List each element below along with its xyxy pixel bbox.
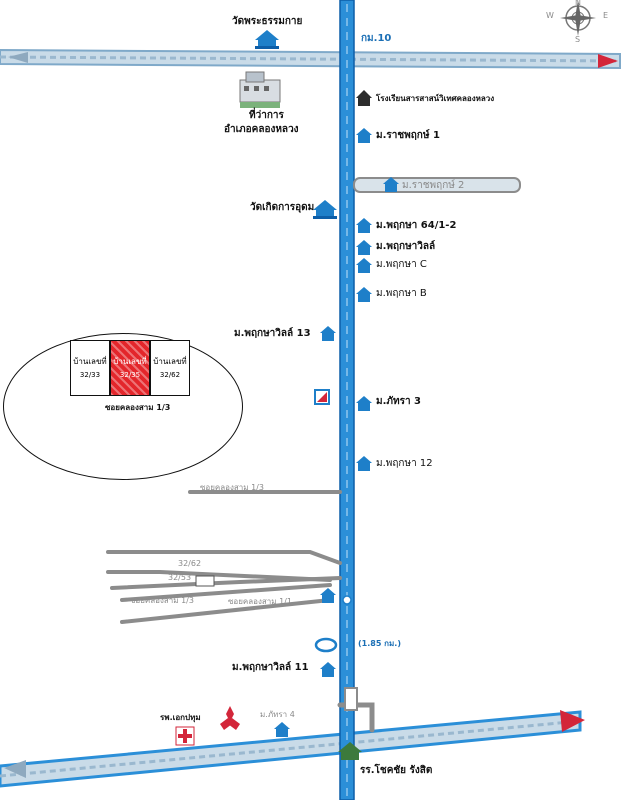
- east-arrow-bottom: [560, 710, 585, 732]
- label-phatthra3: ม.ภัทรา 3: [376, 396, 421, 407]
- village-house-icon: [320, 662, 336, 677]
- top-highway: [0, 48, 621, 70]
- village-house-icon: [320, 588, 336, 603]
- roundabout-icon: [314, 637, 338, 653]
- map-pin-icon: [314, 389, 330, 405]
- label-school-bottom: รร.โชคชัย รังสิต: [360, 765, 433, 776]
- house-plot-target: บ้านเลขที่ 32/35: [110, 340, 150, 396]
- school-icon: [338, 742, 362, 760]
- label-phruksaville11: ม.พฤกษาวิลล์ 11: [232, 662, 309, 673]
- compass-north: N: [575, 0, 581, 7]
- village-house-icon: [356, 240, 372, 255]
- compass-west: W: [546, 11, 554, 20]
- label-phruksaville: ม.พฤกษาวิลล์: [376, 241, 436, 252]
- car-brand-logo-icon: [220, 706, 240, 730]
- house-plot-left: บ้านเลขที่ 32/33: [70, 340, 110, 396]
- inset-soi-label: ซอยคลองสาม 1/3: [105, 403, 171, 412]
- village-house-icon: [383, 177, 399, 192]
- label-school: โรงเรียนสารสาสน์วิเทศคลองหลวง: [376, 94, 495, 103]
- label-phruksa12: ม.พฤกษา 12: [376, 458, 433, 469]
- label-district-office-2: อำเภอคลองหลวง: [224, 124, 299, 135]
- label-km10: กม.10: [361, 33, 392, 44]
- house-plot-target-number: 32/35: [119, 371, 141, 379]
- west-arrow-top: [8, 52, 28, 63]
- house-plot-left-label: บ้านเลขที่: [73, 357, 107, 366]
- label-ratchaphruek1: ม.ราชพฤกษ์ 1: [376, 130, 440, 141]
- label-temple-top: วัดพระธรรมกาย: [232, 16, 303, 27]
- village-house-icon: [356, 456, 372, 471]
- label-temple-mid: วัดเกิดการอุดม: [250, 202, 315, 213]
- compass-icon: [560, 0, 596, 36]
- lot-marker: [195, 575, 215, 587]
- compass-south: S: [575, 35, 581, 44]
- junction-marker: [342, 595, 352, 605]
- house-plot-right-number: 32/62: [159, 371, 181, 379]
- house-plot-target-label: บ้านเลขที่: [113, 357, 147, 366]
- village-house-icon: [274, 722, 290, 737]
- village-house-icon: [356, 258, 372, 273]
- village-house-icon: [320, 326, 336, 341]
- label-phruksa-b: ม.พฤกษา B: [376, 288, 427, 299]
- temple-icon: [313, 200, 337, 219]
- house-plot-left-number: 32/33: [79, 371, 101, 379]
- label-ratchaphruek2: ม.ราชพฤกษ์ 2: [402, 180, 465, 191]
- label-phruksa64: ม.พฤกษา 64/1-2: [376, 220, 457, 231]
- label-district-office-1: ที่ว่าการ: [249, 110, 284, 121]
- label-soi-3: ซอยคลองสาม 1/1: [228, 597, 292, 606]
- village-house-icon: [356, 218, 372, 233]
- compass-east: E: [603, 11, 609, 20]
- temple-icon: [255, 30, 279, 49]
- label-house-small-2: 32/53: [168, 573, 192, 582]
- hospital-cross-icon: [175, 726, 195, 746]
- label-house-small-1: 32/62: [178, 559, 202, 568]
- bottom-highway: [0, 710, 585, 788]
- east-arrow-top: [598, 54, 618, 68]
- west-arrow-bottom: [4, 760, 26, 778]
- label-phruksaville13: ม.พฤกษาวิลล์ 13: [234, 328, 311, 339]
- label-soi-2: ซอยคลองสาม 1/3: [130, 596, 194, 605]
- village-house-icon: [356, 396, 372, 411]
- village-house-icon: [356, 128, 372, 143]
- label-soi-1: ซอยคลองสาม 1/3: [200, 483, 264, 492]
- label-phatthra4: ม.ภัทรา 4: [260, 710, 295, 719]
- label-hospital: รพ.เอกปทุม: [160, 713, 201, 722]
- district-office-icon: [239, 71, 281, 108]
- house-plot-right-label: บ้านเลขที่: [153, 357, 187, 366]
- side-roads: [106, 490, 375, 733]
- label-distance: (1.85 กม.): [358, 639, 401, 648]
- house-plot-right: บ้านเลขที่ 32/62: [150, 340, 190, 396]
- village-house-icon: [356, 287, 372, 302]
- main-road: [339, 0, 355, 800]
- school-icon: [356, 90, 372, 106]
- label-phruksa-c: ม.พฤกษา C: [376, 259, 427, 270]
